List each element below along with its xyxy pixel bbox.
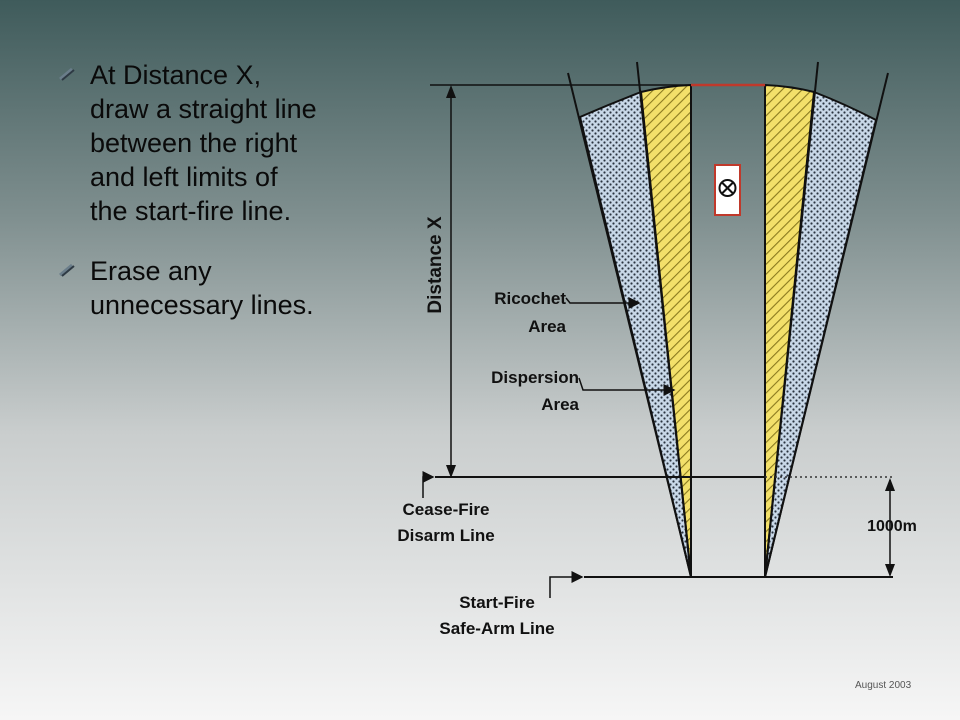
bullet-text-2: Erase any unnecessary lines.	[90, 256, 314, 320]
bullet-item-2: Erase any unnecessary lines.	[58, 254, 378, 322]
footer-date: August 2003	[855, 680, 912, 691]
start-fire-label-line1: Start-Fire	[459, 593, 535, 612]
dispersion-label-line2: Area	[541, 395, 579, 414]
start-fire-label-line2: Safe-Arm Line	[439, 619, 554, 638]
bullet-item-1: At Distance X, draw a straight line betw…	[58, 58, 378, 228]
arrow-icon	[885, 564, 895, 577]
target-icon	[714, 164, 741, 216]
fan-line-left-outer	[567, 72, 692, 578]
distance-x-label: Distance X	[425, 216, 446, 313]
fan-line-left-inner	[636, 61, 692, 578]
dispersion-label-line1: Dispersion	[491, 368, 579, 387]
arrow-icon	[885, 478, 895, 491]
arrow-icon	[446, 465, 456, 478]
ricochet-pointer	[565, 297, 641, 309]
bullet-icon	[59, 263, 75, 277]
ricochet-label-line2: Area	[528, 317, 566, 336]
bullet-text-1: At Distance X, draw a straight line betw…	[90, 60, 317, 226]
fan-line-right-outer	[764, 72, 889, 578]
start-fire-pointer	[549, 571, 584, 598]
fan-line-right-inner	[764, 61, 819, 578]
cease-fire-pointer	[422, 471, 435, 498]
dispersion-pointer	[578, 377, 676, 396]
cease-fire-label-line2: Disarm Line	[397, 526, 494, 545]
cease-fire-label-line1: Cease-Fire	[403, 500, 490, 519]
label-1000m: 1000m	[867, 518, 917, 535]
bullet-list: At Distance X, draw a straight line betw…	[58, 58, 378, 348]
ricochet-label-line1: Ricochet	[494, 289, 566, 308]
arrow-icon	[446, 85, 456, 98]
bullet-icon	[59, 67, 75, 81]
